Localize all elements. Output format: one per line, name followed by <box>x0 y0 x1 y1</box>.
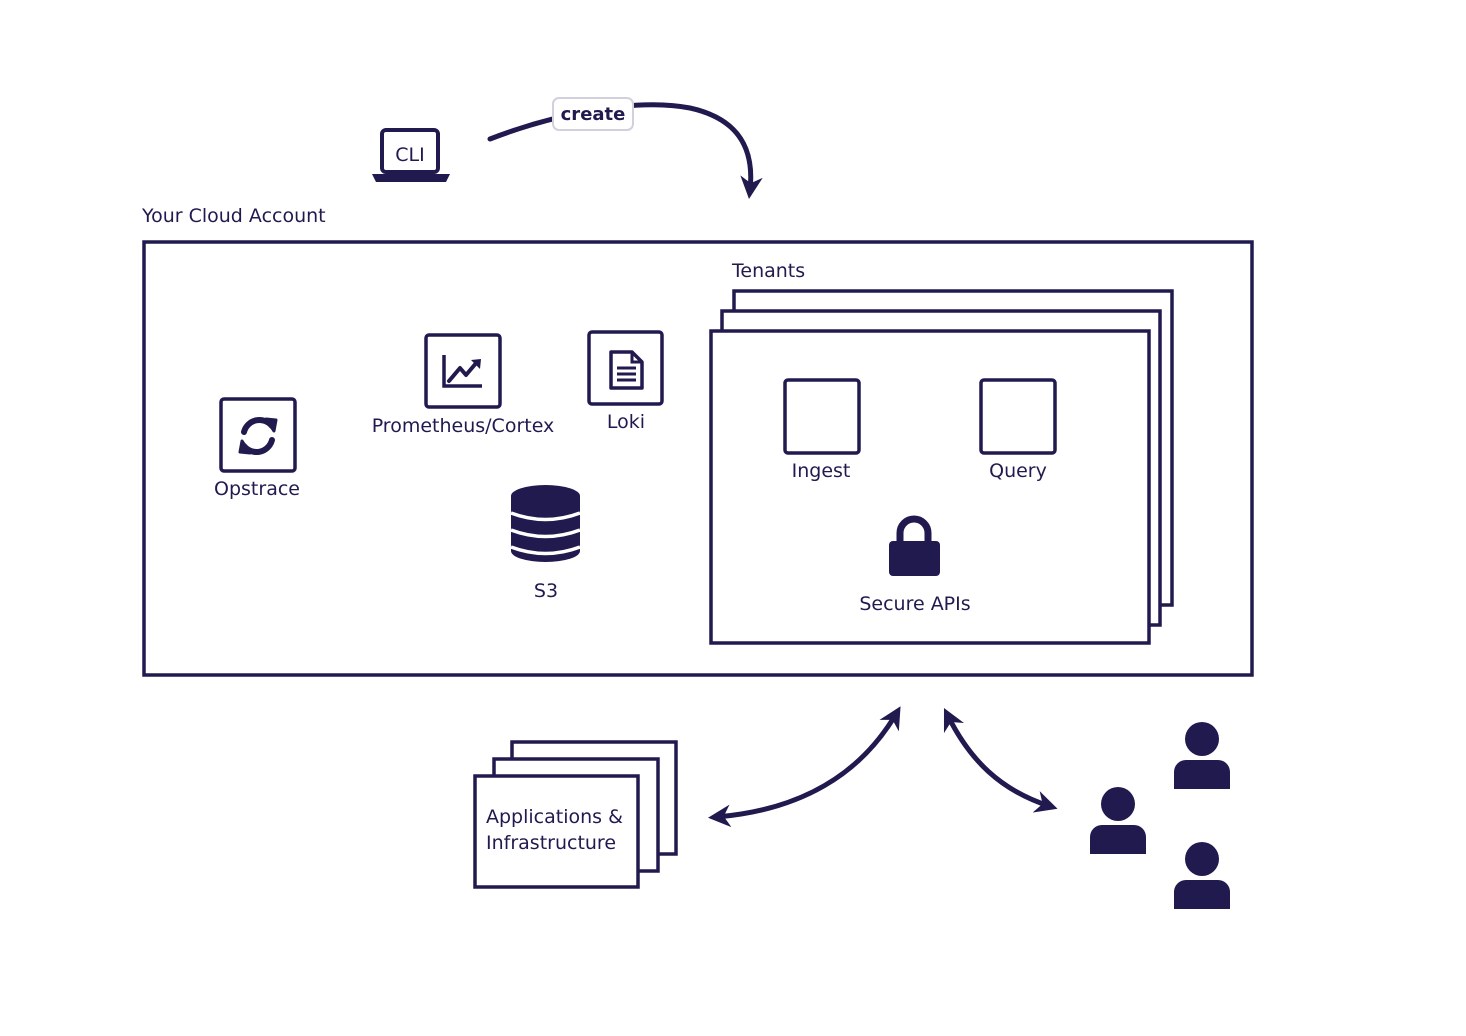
prometheus-component[interactable]: Prometheus/Cortex <box>372 333 555 437</box>
applications-label-line1: Applications & <box>486 806 623 828</box>
trend-chart-icon <box>442 355 482 388</box>
lock-icon <box>889 515 940 576</box>
secure-apis-label: Secure APIs <box>859 593 970 615</box>
users-arrow <box>943 707 1058 813</box>
cli-label: CLI <box>395 144 424 166</box>
create-arrow <box>487 102 763 199</box>
users-group <box>1090 722 1230 909</box>
opstrace-component[interactable]: Opstrace <box>214 397 300 500</box>
s3-label: S3 <box>534 580 558 602</box>
user-icon <box>1174 842 1230 909</box>
sync-icon <box>238 417 278 455</box>
query-api[interactable]: Query <box>979 378 1057 482</box>
user-icon <box>1174 722 1230 789</box>
opstrace-label: Opstrace <box>214 478 300 500</box>
applications-arrow <box>708 706 901 828</box>
applications-label-line2: Infrastructure <box>486 832 616 854</box>
user-icon <box>1090 787 1146 854</box>
database-icon <box>510 485 581 562</box>
create-tag: create <box>552 97 634 131</box>
cloud-account-box <box>142 240 1254 677</box>
ingest-api[interactable]: Ingest <box>783 378 861 482</box>
s3-component[interactable]: S3 <box>510 485 581 602</box>
document-icon <box>609 350 644 390</box>
cloud-account-title: Your Cloud Account <box>141 205 326 227</box>
prometheus-label: Prometheus/Cortex <box>372 415 555 437</box>
loki-label: Loki <box>607 411 645 433</box>
loki-component[interactable]: Loki <box>587 330 664 433</box>
tenants-stack <box>709 289 1174 645</box>
create-label: create <box>561 104 626 125</box>
cli-laptop-icon[interactable]: CLI <box>372 128 450 182</box>
ingest-label: Ingest <box>792 460 851 482</box>
query-label: Query <box>989 460 1047 482</box>
secure-apis: Secure APIs <box>859 515 971 615</box>
applications-stack[interactable]: Applications & Infrastructure <box>473 740 678 889</box>
tenants-title: Tenants <box>731 260 805 282</box>
